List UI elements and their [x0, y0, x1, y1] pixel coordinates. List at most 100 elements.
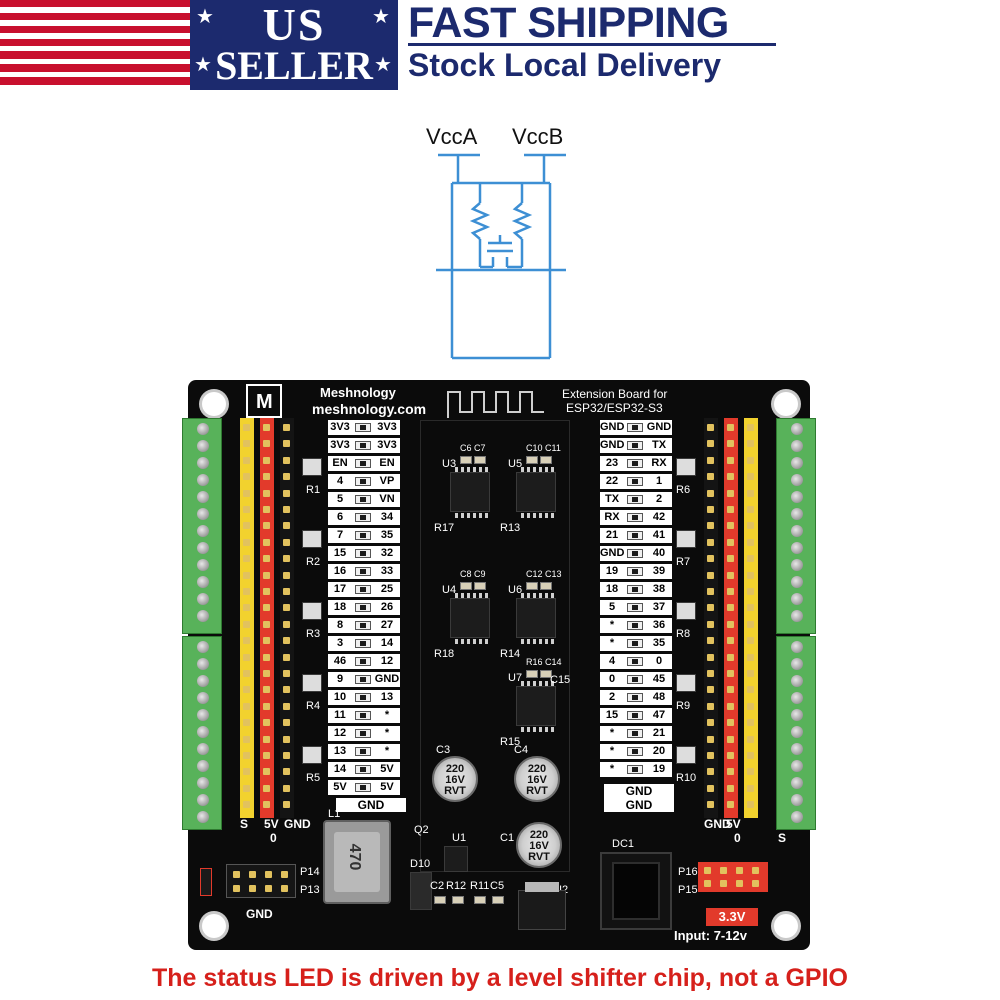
header-pin	[263, 670, 270, 677]
us-seller-badge: ★ ★ ★ ★ US SELLER	[190, 0, 398, 90]
v33-label: 3.3V	[706, 908, 758, 926]
chip-leg	[551, 639, 554, 644]
screw-icon	[791, 423, 803, 435]
screw-icon	[197, 760, 209, 772]
header-pin	[747, 506, 754, 513]
screw-icon	[197, 542, 209, 554]
smd-resistor	[355, 585, 371, 594]
screw-icon	[791, 508, 803, 520]
pin-label-a: 11	[334, 709, 346, 721]
chip-cap-labels: C12 C13	[526, 569, 562, 579]
pin-label-b: 41	[652, 529, 666, 541]
pin-label-b: 38	[652, 583, 666, 595]
header-pin	[747, 784, 754, 792]
chip-leg	[533, 593, 536, 598]
chip-leg	[551, 513, 554, 518]
chip-cap-labels: C6 C7	[460, 443, 486, 453]
right-gnd-strip-2: GND	[604, 798, 674, 812]
resistor-label: R7	[676, 556, 691, 568]
chip-leg	[455, 639, 458, 644]
pin-label-b: TX	[651, 439, 667, 451]
pin-label-a: 3V3	[330, 439, 350, 451]
header-pin	[243, 653, 250, 661]
p13-p14-header	[226, 864, 296, 898]
right-header-label-5v: 5V	[726, 817, 741, 831]
brand-url: meshnology.com	[312, 401, 427, 417]
dc-barrel-jack	[600, 852, 672, 930]
header-pin	[727, 784, 734, 792]
header-pin	[747, 801, 754, 809]
header-pin	[243, 522, 250, 530]
header-pin	[243, 620, 250, 628]
flag-stripe	[0, 38, 190, 46]
c2-label: C2	[430, 880, 445, 892]
header-pin	[263, 604, 270, 612]
pin-label-b: 20	[652, 745, 666, 757]
diode-d10	[410, 872, 432, 910]
pin-label-b: 33	[380, 565, 394, 577]
smd-resistor	[627, 513, 643, 522]
pin-label-a: 8	[336, 619, 344, 631]
screw-icon	[791, 610, 803, 622]
header-pin	[727, 506, 734, 513]
level-shifter-chip	[450, 467, 490, 518]
pin-label-b: VP	[379, 475, 395, 487]
screw-icon	[197, 457, 209, 469]
screw-icon	[197, 811, 209, 823]
chip-leg	[473, 593, 476, 598]
chip-leg	[527, 639, 530, 644]
mounting-hole	[774, 914, 798, 938]
p15-p16-header	[698, 862, 768, 892]
header-pin	[727, 686, 734, 694]
esp32-extension-board: M Meshnology meshnology.com Extension Bo…	[182, 380, 816, 950]
left-gnd-strip: GND	[336, 798, 406, 812]
header-pin	[283, 555, 290, 563]
level-shifter-chip	[450, 593, 490, 644]
header-pin	[704, 880, 711, 887]
pin-label-a: 2	[608, 691, 616, 703]
pin-label-a: *	[609, 745, 615, 757]
header-pin	[727, 456, 734, 464]
screw-icon	[197, 474, 209, 486]
header-pin	[243, 424, 250, 431]
smd-resistor	[355, 423, 371, 432]
smd-resistor	[627, 531, 643, 540]
chip-leg	[485, 639, 488, 644]
header-pin	[243, 571, 250, 579]
header-pin	[707, 473, 714, 481]
header-pin	[747, 571, 754, 579]
chip-resistor-label: R18	[434, 648, 455, 660]
header-pin	[727, 702, 734, 710]
header-pin	[263, 506, 270, 513]
chip-leg	[473, 513, 476, 518]
screw-icon	[791, 692, 803, 704]
smd-resistor	[355, 495, 371, 504]
header-pin	[243, 702, 250, 710]
pin-label-a: 7	[336, 529, 344, 541]
header-pin	[283, 670, 290, 677]
header-pin	[727, 571, 734, 579]
capacitor-c4: 220 16V RVT	[514, 756, 560, 802]
screw-terminal-block	[776, 418, 816, 634]
resistor-network	[302, 458, 322, 476]
pin-label-a: 18	[605, 583, 619, 595]
screw-icon	[791, 726, 803, 738]
chip-leg	[521, 727, 524, 732]
pin-label-a: 15	[333, 547, 347, 559]
chip-leg	[467, 513, 470, 518]
right-red-power-header	[724, 418, 738, 818]
left-header-label-gnd: GND	[284, 817, 311, 831]
header-pin	[727, 620, 734, 628]
smd-resistor	[627, 549, 643, 558]
pin-label-a: 6	[336, 511, 344, 523]
decoupling-capacitor	[474, 582, 486, 590]
header-pin	[283, 686, 290, 694]
